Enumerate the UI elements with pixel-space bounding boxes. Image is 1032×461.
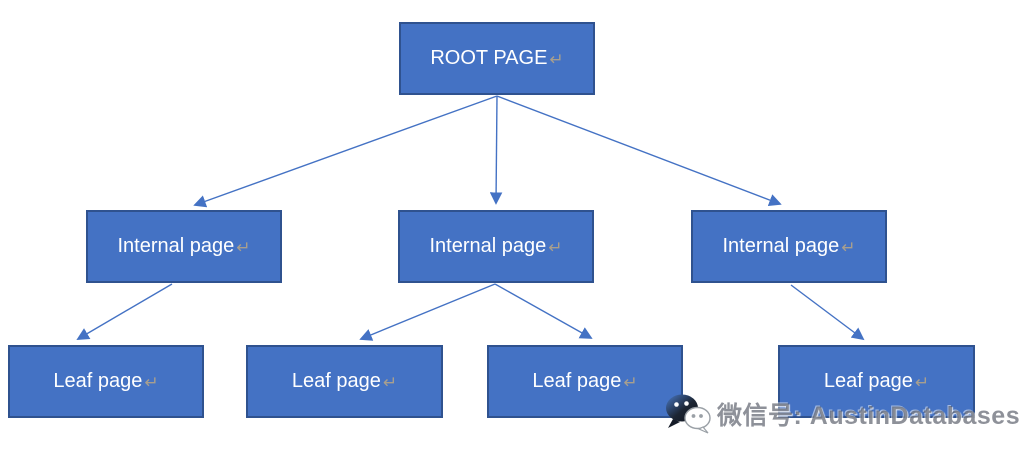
return-mark: ↵ [144,372,159,392]
node-leaf-page-1: Leaf page↵ [8,345,204,418]
edge-root-internal-3 [496,95,782,207]
edge-root-internal-1 [193,95,498,208]
node-root-page: ROOT PAGE↵ [399,22,595,95]
return-mark: ↵ [382,372,398,392]
return-mark: ↵ [548,237,563,257]
node-leaf-1-label: Leaf page [53,370,143,392]
node-leaf-page-2: Leaf page↵ [246,345,443,418]
return-mark: ↵ [623,372,638,392]
node-leaf-3-label: Leaf page [532,370,622,392]
node-leaf-2-label: Leaf page [291,370,381,392]
node-internal-page-2: Internal page↵ [398,210,594,283]
node-leaf-4-label: Leaf page [823,370,913,392]
edge-internal-1-leaf-1 [76,283,173,340]
node-internal-2-label: Internal page [429,235,547,257]
node-internal-1-label: Internal page [117,235,235,257]
edge-internal-3-leaf-4 [790,284,865,341]
return-mark: ↵ [914,372,930,392]
edge-root-internal-2 [489,95,503,205]
return-mark: ↵ [236,237,251,257]
node-internal-page-1: Internal page↵ [86,210,282,283]
edge-internal-2-leaf-2 [359,283,496,341]
node-internal-3-label: Internal page [722,235,840,257]
edge-internal-2-leaf-3 [494,283,593,339]
node-internal-page-3: Internal page↵ [691,210,887,283]
node-leaf-page-3: Leaf page↵ [487,345,683,418]
return-mark: ↵ [549,49,564,69]
node-root-label: ROOT PAGE [430,47,548,69]
return-mark: ↵ [841,237,856,257]
node-leaf-page-4: Leaf page↵ [778,345,975,418]
